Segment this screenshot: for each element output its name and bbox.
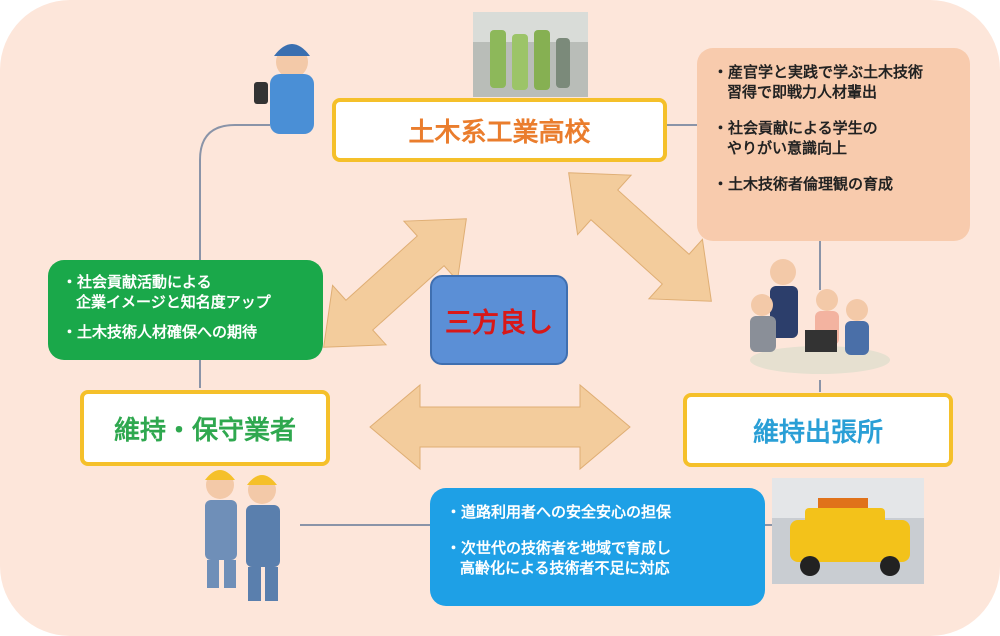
patrol-car-photo xyxy=(772,478,924,584)
center-box: 三方良し xyxy=(430,275,568,365)
node-school: 土木系工業高校 xyxy=(332,98,667,162)
node-office-label: 維持出張所 xyxy=(752,417,883,448)
student-with-phone-icon xyxy=(254,44,314,134)
students-walking-photo xyxy=(473,12,588,97)
arrows xyxy=(323,172,712,471)
node-school-label: 土木系工業高校 xyxy=(408,117,591,148)
arrow-school-office xyxy=(568,172,712,302)
arrow-school-contractor xyxy=(323,218,467,348)
note-school-benefits: 産官学と実践で学ぶ土木技術 習得で即戦力人材輩出 社会貢献による学生の やりがい… xyxy=(697,48,970,241)
note-item: 社会貢献活動による 企業イメージと知名度アップ xyxy=(62,272,309,312)
note-office-benefits: 道路利用者への安全安心の担保 次世代の技術者を地域で育成し 高齢化による技術者不… xyxy=(430,488,765,606)
node-office: 維持出張所 xyxy=(683,393,953,467)
note-item: 次世代の技術者を地域で育成し 高齢化による技術者不足に対応 xyxy=(446,538,749,578)
workers-icon xyxy=(205,470,280,601)
note-item: 土木技術者倫理観の育成 xyxy=(713,174,954,194)
line-school-contractor-top xyxy=(199,124,270,260)
note-contractor-benefits: 社会貢献活動による 企業イメージと知名度アップ 土木技術人材確保への期待 xyxy=(48,260,323,360)
office-meeting-icon xyxy=(750,259,890,374)
note-item: 道路利用者への安全安心の担保 xyxy=(446,502,749,522)
note-item: 産官学と実践で学ぶ土木技術 習得で即戦力人材輩出 xyxy=(713,62,954,102)
note-item: 社会貢献による学生の やりがい意識向上 xyxy=(713,118,954,158)
node-contractor: 維持・保守業者 xyxy=(80,390,330,466)
arrow-contractor-office xyxy=(369,383,631,471)
center-label: 三方良し xyxy=(445,307,553,339)
note-item: 土木技術人材確保への期待 xyxy=(62,322,309,342)
node-contractor-label: 維持・保守業者 xyxy=(113,415,296,446)
